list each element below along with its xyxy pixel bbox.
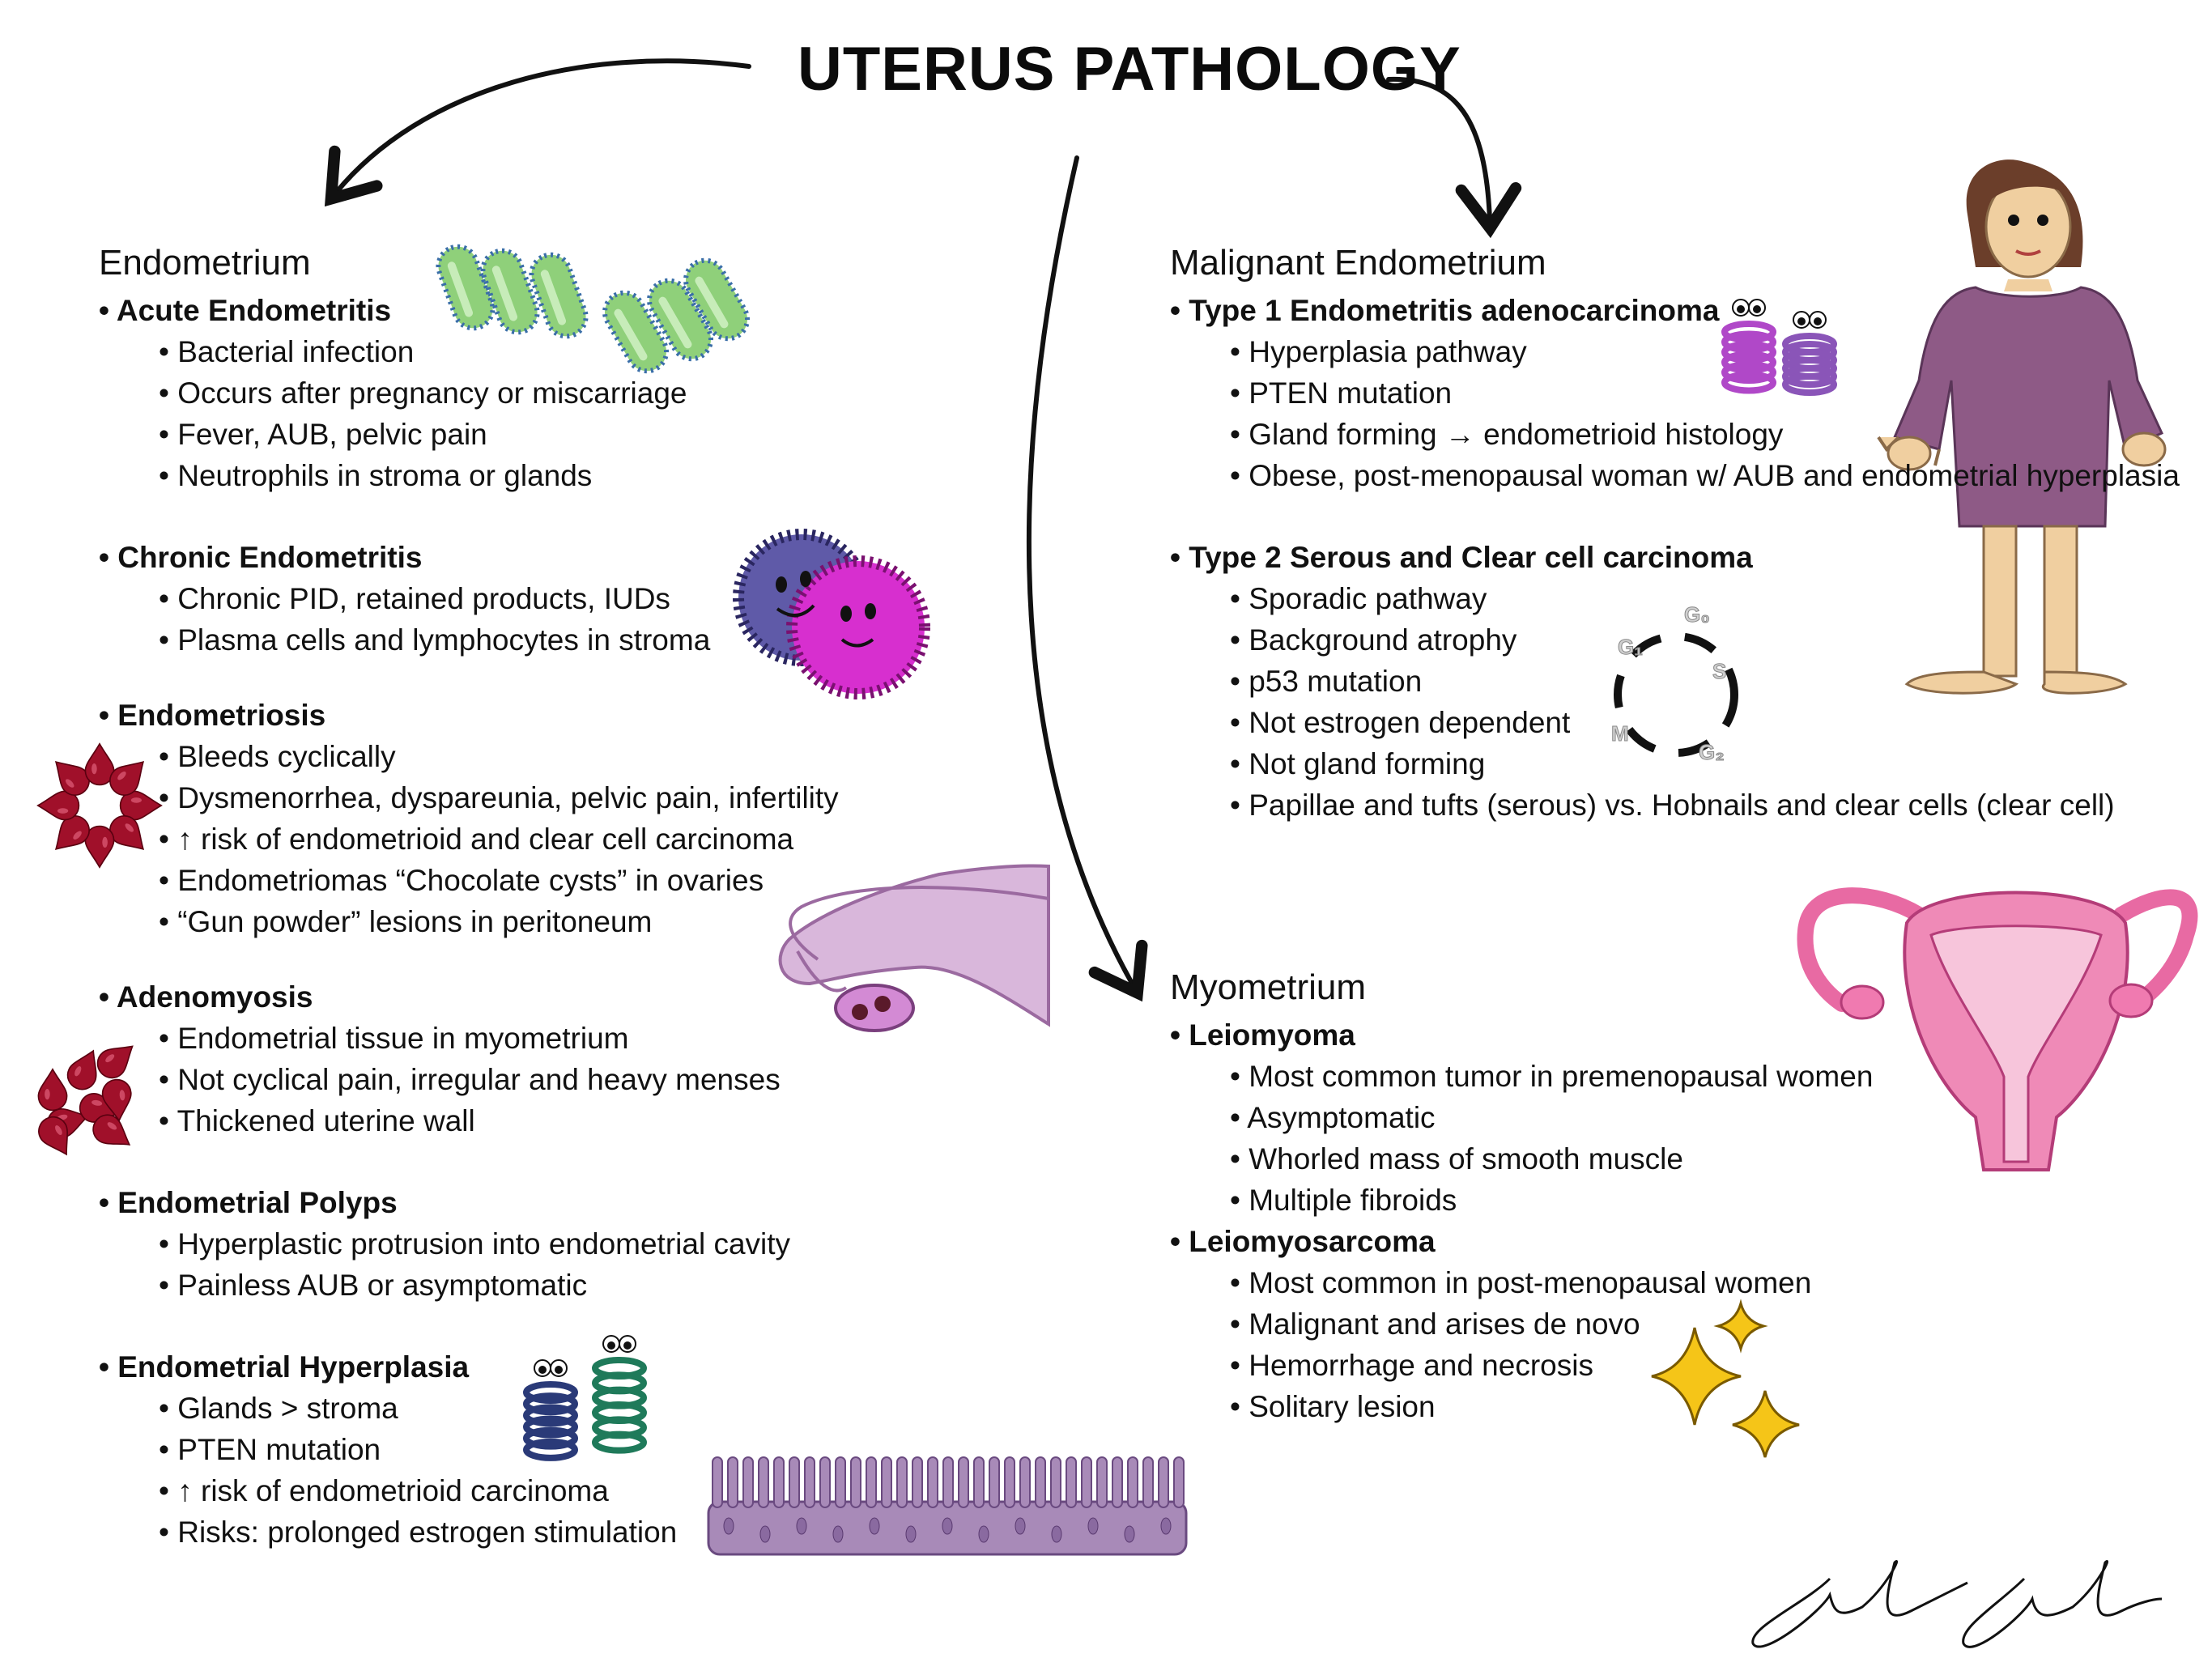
list-item: Fever, AUB, pelvic pain [99,414,839,455]
list-item: Obese, post-menopausal woman w/ AUB and … [1170,455,2180,496]
list-item: ↑ risk of endometrioid and clear cell ca… [99,818,839,860]
topic-chronic-endometritis: Chronic Endometritis [99,537,839,578]
topic-type2-serous-clear-cell: Type 2 Serous and Clear cell carcinoma [1170,537,2180,578]
list-item: Plasma cells and lymphocytes in stroma [99,619,839,661]
malignant-endometrium-section: Malignant Endometrium Type 1 Endometriti… [1170,243,2180,826]
list-item: Whorled mass of smooth muscle [1170,1138,1873,1180]
list-item: p53 mutation [1170,661,2180,702]
topic-leiomyosarcoma: Leiomyosarcoma [1170,1221,1873,1262]
topic-acute-endometritis: Acute Endometritis [99,290,839,331]
list-item: ↑ risk of endometrioid carcinoma [99,1470,839,1511]
signature [1751,1559,2163,1648]
endometrium-heading: Endometrium [99,243,311,283]
list-item: Not gland forming [1170,743,2180,784]
list-item: “Gun powder” lesions in peritoneum [99,901,839,942]
uterus-icon [1797,887,2198,1171]
list-item: Solitary lesion [1170,1386,1873,1427]
list-item: PTEN mutation [99,1429,839,1470]
list-item: Dysmenorrhea, dyspareunia, pelvic pain, … [99,777,838,818]
arrow-to-endometrium [324,58,751,207]
list-item: Thickened uterine wall [99,1100,839,1141]
list-item: Hyperplasia pathway [1170,331,2180,372]
endometrium-section: Endometrium Acute Endometritis Bacterial… [99,243,839,1553]
list-item: Background atrophy [1170,619,2180,661]
arrow-to-myometrium [1026,155,1148,1002]
list-item: Bleeds cyclically [99,736,839,777]
topic-type1-adenocarcinoma: Type 1 Endometritis adenocarcinoma [1170,290,2180,331]
list-item: Hemorrhage and necrosis [1170,1345,1873,1386]
list-item: Endometrial tissue in myometrium [99,1018,839,1059]
list-item: Not cyclical pain, irregular and heavy m… [99,1059,839,1100]
page-title: UTERUS PATHOLOGY [798,35,1461,104]
malignant-endometrium-heading: Malignant Endometrium [1170,243,1546,283]
list-item: Chronic PID, retained products, IUDs [99,578,839,619]
list-item: Malignant and arises de novo [1170,1303,1873,1345]
list-item: Sporadic pathway [1170,578,2180,619]
list-item: Not estrogen dependent [1170,702,2180,743]
topic-adenomyosis: Adenomyosis [99,976,839,1018]
list-item: Papillae and tufts (serous) vs. Hobnails… [1170,784,2180,826]
list-item: Most common tumor in premenopausal women [1170,1056,1873,1097]
topic-leiomyoma: Leiomyoma [1170,1014,1873,1056]
topic-endometriosis: Endometriosis [99,695,839,736]
list-item: PTEN mutation [1170,372,2180,414]
list-item: Risks: prolonged estrogen stimulation [99,1511,839,1553]
list-item: Endometriomas “Chocolate cysts” in ovari… [99,860,839,901]
arrow-to-malignant [1386,76,1522,239]
list-item: Neutrophils in stroma or glands [99,455,839,496]
topic-endometrial-hyperplasia: Endometrial Hyperplasia [99,1346,839,1388]
list-item: Bacterial infection [99,331,839,372]
myometrium-section: Myometrium Leiomyoma Most common tumor i… [1170,967,1873,1427]
list-item: Glands > stroma [99,1388,839,1429]
topic-endometrial-polyps: Endometrial Polyps [99,1182,839,1223]
list-item: Multiple fibroids [1170,1180,1873,1221]
list-item: Most common in post-menopausal women [1170,1262,1873,1303]
list-item: Painless AUB or asymptomatic [99,1265,839,1306]
list-item: Gland forming → endometrioid histology [1170,414,2180,455]
list-item: Asymptomatic [1170,1097,1873,1138]
list-item: Hyperplastic protrusion into endometrial… [99,1223,839,1265]
list-item: Occurs after pregnancy or miscarriage [99,372,839,414]
myometrium-heading: Myometrium [1170,967,1367,1007]
